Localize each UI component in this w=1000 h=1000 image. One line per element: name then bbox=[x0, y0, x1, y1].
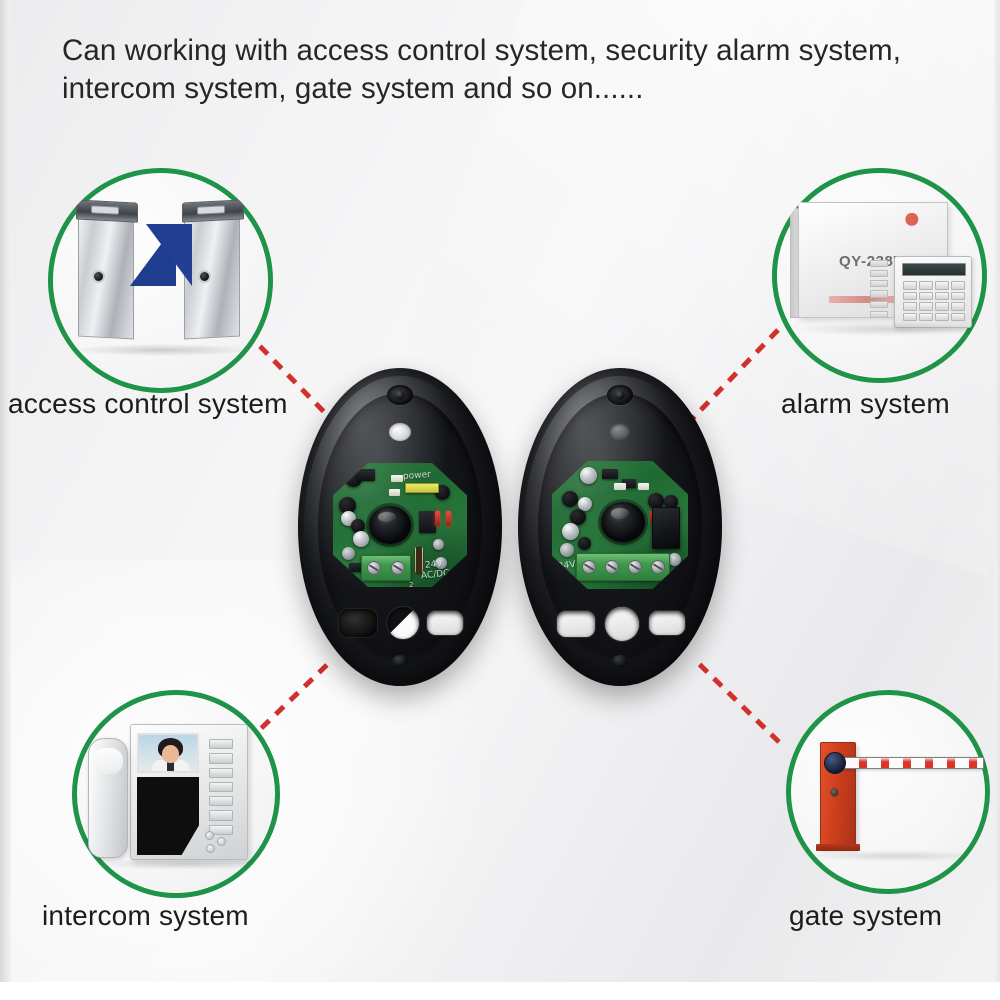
transmitter-top-screw-boss bbox=[387, 385, 413, 406]
receiver-terminal-block[interactable] bbox=[576, 553, 670, 581]
left-edge-strip bbox=[0, 0, 11, 1000]
device-receiver[interactable]: 24V 1 4 bbox=[518, 368, 722, 686]
caption-access-control-system: access control system bbox=[8, 388, 288, 419]
right-edge-strip bbox=[994, 0, 1000, 1000]
transmitter-terminal-block[interactable] bbox=[361, 555, 411, 581]
connector-access-control-to-transmitter bbox=[244, 330, 332, 420]
device-transmitter[interactable]: power 24V AC/DC 1 2 bbox=[298, 368, 502, 686]
caption-gate-system: gate system bbox=[789, 900, 943, 931]
callout-access-control-system[interactable] bbox=[48, 168, 273, 393]
callout-alarm-system[interactable]: QY-238W bbox=[772, 168, 987, 383]
receiver-top-screw-boss bbox=[607, 385, 633, 406]
transmitter-ir-window bbox=[338, 608, 378, 638]
receiver-pcb: 24V 1 4 bbox=[552, 461, 688, 589]
silkscreen-power-label: power bbox=[402, 470, 432, 482]
alarm-control-panel-icon: QY-238W bbox=[772, 168, 987, 383]
page-title: Can working with access control system, … bbox=[62, 34, 901, 105]
barrier-gate-icon bbox=[786, 690, 990, 894]
transmitter-indicator-window bbox=[426, 610, 464, 636]
silkscreen-terminal-2: 2 bbox=[409, 581, 414, 587]
transmitter-pcb: power 24V AC/DC 1 2 bbox=[333, 463, 467, 587]
receiver-optical-lens bbox=[601, 502, 645, 542]
receiver-mounting-hole bbox=[603, 419, 637, 445]
caption-alarm-system: alarm system bbox=[781, 388, 950, 419]
transmitter-bottom-screw bbox=[392, 655, 408, 667]
callout-intercom-system[interactable] bbox=[72, 690, 280, 898]
transmitter-optical-lens bbox=[369, 506, 411, 544]
connector-alarm-to-receiver bbox=[691, 328, 780, 420]
callout-gate-system[interactable] bbox=[786, 690, 990, 894]
transmitter-mounting-hole bbox=[383, 419, 417, 445]
video-door-phone-icon bbox=[72, 690, 280, 898]
caption-intercom-system: intercom system bbox=[42, 900, 249, 931]
receiver-relay-module bbox=[652, 507, 680, 549]
receiver-bottom-screw bbox=[612, 655, 628, 667]
receiver-left-window bbox=[556, 610, 596, 638]
receiver-right-window bbox=[648, 610, 686, 636]
flap-barrier-turnstile-icon bbox=[48, 168, 273, 393]
transmitter-yellow-component bbox=[405, 483, 439, 493]
transmitter-center-aperture bbox=[386, 606, 420, 640]
bottom-edge-strip bbox=[0, 982, 1000, 1000]
receiver-center-aperture bbox=[604, 606, 640, 642]
